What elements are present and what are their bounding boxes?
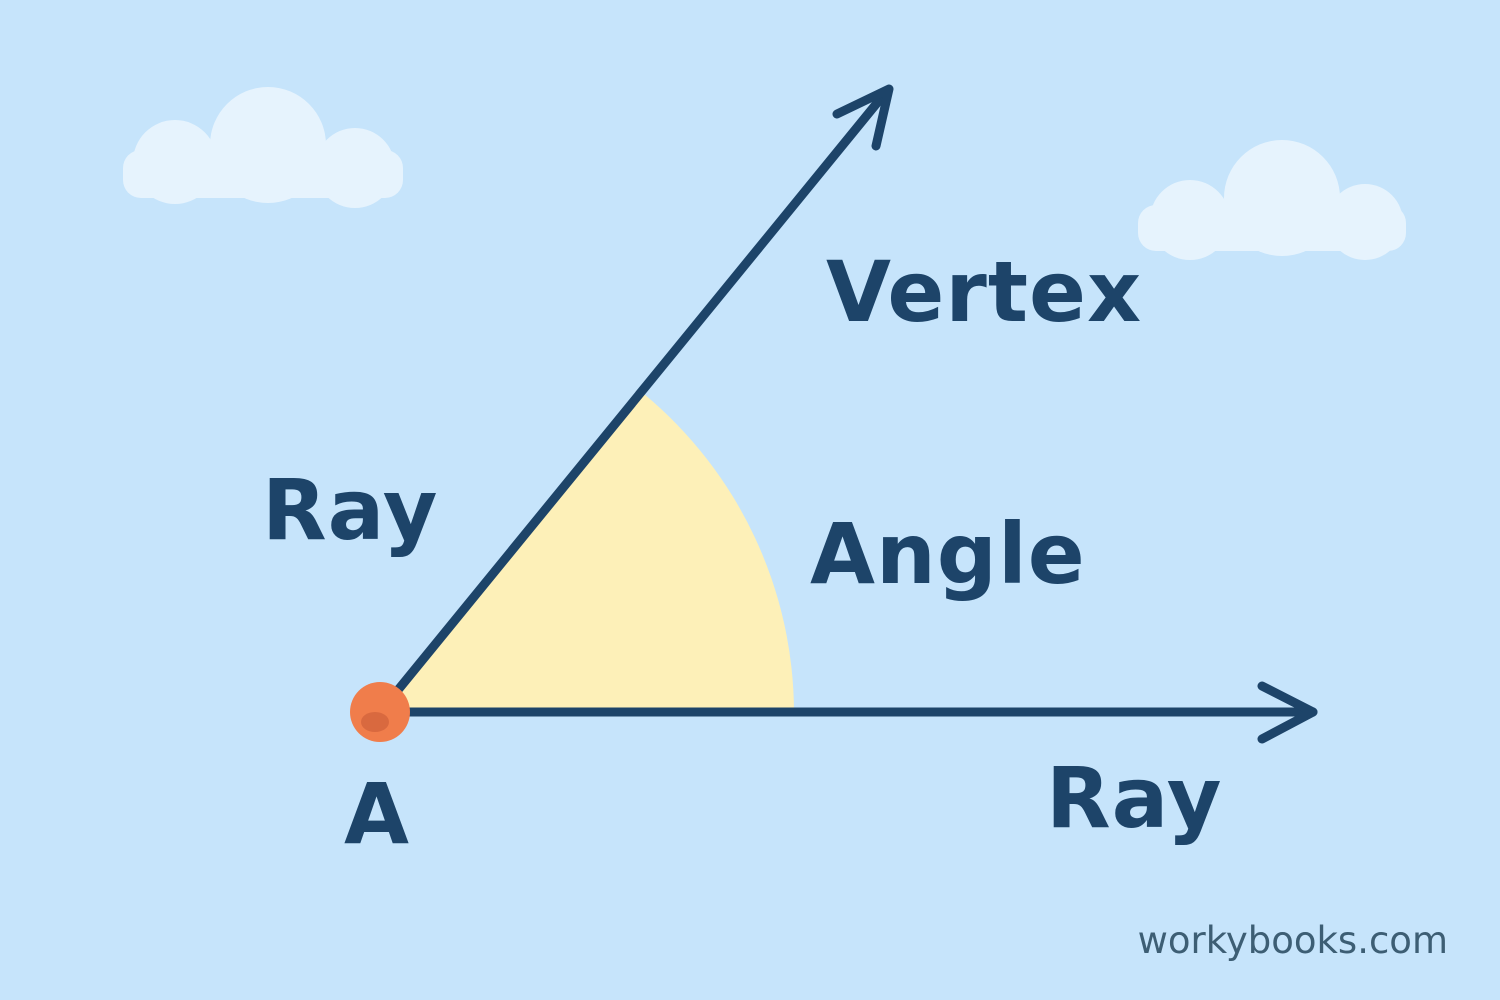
cloud-left [123, 87, 403, 208]
point-a-label: A [344, 765, 411, 863]
angle-region [380, 394, 794, 712]
vertex-point [350, 682, 410, 742]
watermark: workybooks.com [1137, 919, 1448, 962]
upper-ray [375, 87, 891, 717]
cloud-right [1138, 140, 1406, 260]
angle-label: Angle [810, 505, 1086, 603]
vertex-label: Vertex [826, 243, 1143, 341]
ray-label-upper: Ray [262, 461, 439, 559]
upper-ray-arrowhead [832, 84, 894, 151]
lower-ray-arrowhead [1257, 681, 1318, 744]
ray-label-lower: Ray [1046, 749, 1223, 847]
